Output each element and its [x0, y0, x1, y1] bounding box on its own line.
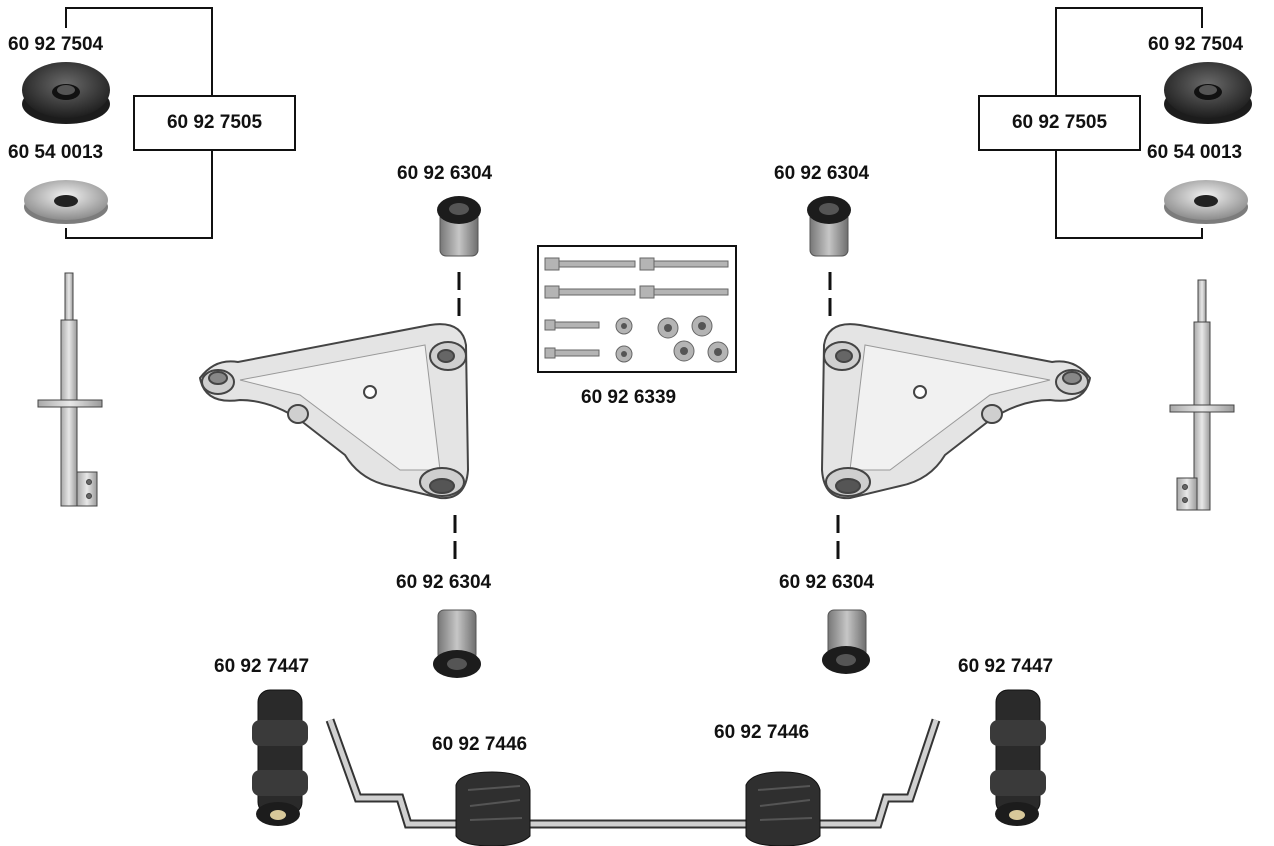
- stab-link-right-part: [990, 690, 1046, 826]
- shock-absorber-right: [1170, 280, 1234, 510]
- shock-absorber-left: [38, 273, 102, 506]
- stab-bush-right-label: 60 92 7446: [714, 722, 809, 744]
- bushing-lower-left-part: [433, 610, 481, 678]
- stab-bush-left-part: [456, 772, 530, 846]
- mount-kit-right-label: 60 92 7505: [978, 95, 1141, 151]
- bushing-upper-right-part: [807, 196, 851, 256]
- control-arm-left: [200, 324, 468, 498]
- top-mount-right-label: 60 92 7504: [1148, 34, 1243, 56]
- stab-bush-right-part: [746, 772, 820, 846]
- bearing-right-label: 60 54 0013: [1147, 142, 1242, 164]
- top-mount-left-part: [22, 62, 110, 124]
- bushing-lower-right-part: [822, 610, 870, 674]
- top-mount-left-label: 60 92 7504: [8, 34, 103, 56]
- top-mount-right-part: [1164, 62, 1252, 124]
- mount-kit-left-label: 60 92 7505: [133, 95, 296, 151]
- bearing-left-part: [24, 180, 108, 224]
- bearing-left-label: 60 54 0013: [8, 142, 103, 164]
- stab-link-right-label: 60 92 7447: [958, 656, 1053, 678]
- bushing-upper-right-label: 60 92 6304: [774, 163, 869, 185]
- control-arm-right: [822, 324, 1090, 498]
- bushing-upper-left-part: [437, 196, 481, 256]
- stabilizer-bar: [330, 720, 936, 824]
- bushing-lower-left-label: 60 92 6304: [396, 572, 491, 594]
- stab-bush-left-label: 60 92 7446: [432, 734, 527, 756]
- bolt-kit-label: 60 92 6339: [581, 387, 676, 409]
- bushing-upper-left-label: 60 92 6304: [397, 163, 492, 185]
- stab-link-left-label: 60 92 7447: [214, 656, 309, 678]
- bushing-lower-right-label: 60 92 6304: [779, 572, 874, 594]
- stab-link-left-part: [252, 690, 308, 826]
- bolt-kit-part: [538, 246, 736, 372]
- bearing-right-part: [1164, 180, 1248, 224]
